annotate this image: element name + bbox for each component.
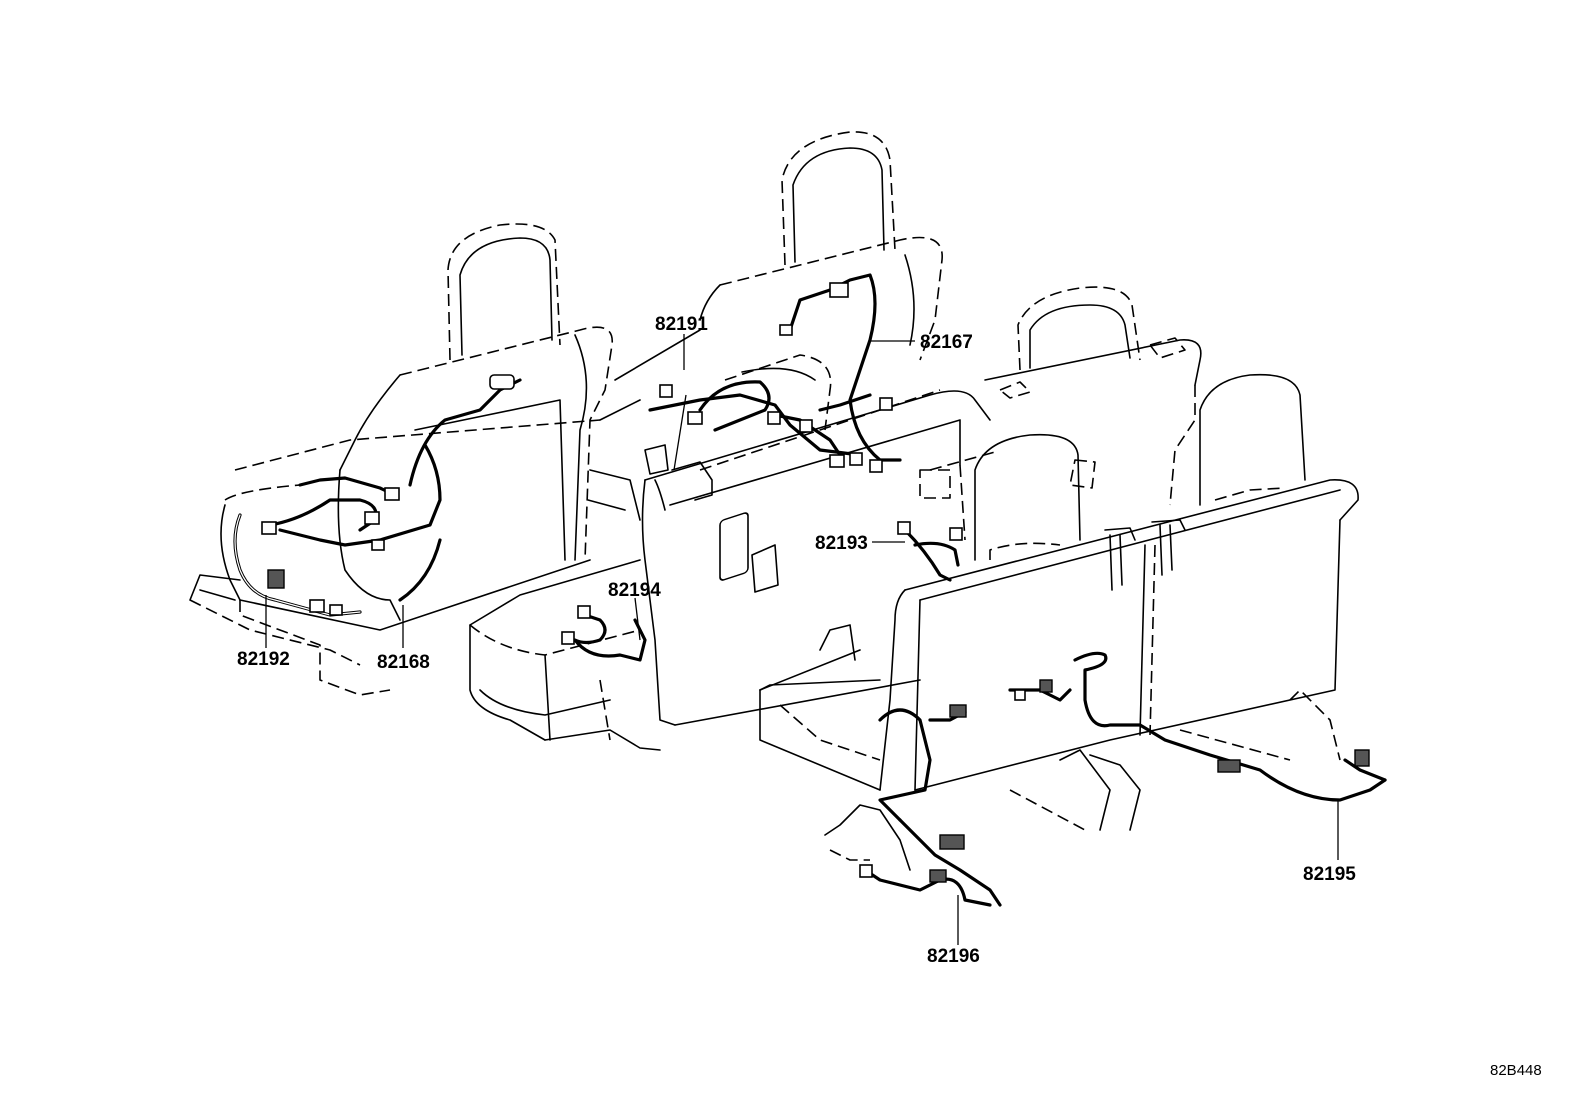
second-row-right-seat <box>984 286 1202 506</box>
harness-82194 <box>561 605 647 662</box>
callout-82194: 82194 <box>608 580 661 601</box>
harness-82193 <box>897 521 963 582</box>
callout-82167: 82167 <box>920 332 973 353</box>
harness-82195 <box>878 651 1387 822</box>
figure-code: 82B448 <box>1490 1062 1542 1079</box>
callout-82193: 82193 <box>815 533 868 554</box>
callout-82192: 82192 <box>237 649 290 670</box>
callout-labels: 82191 82167 82193 82194 82192 82168 8219… <box>237 314 1356 967</box>
leader-lines <box>265 334 1339 945</box>
callout-82196: 82196 <box>927 946 980 967</box>
harness-82192-82168 <box>233 374 522 617</box>
harness-82191-82167 <box>648 273 902 473</box>
harness-82196 <box>859 818 1002 907</box>
second-row-seat <box>469 354 1096 751</box>
callout-82168: 82168 <box>377 652 430 673</box>
front-right-seat <box>587 131 943 521</box>
front-left-seat <box>189 223 613 696</box>
callout-82191: 82191 <box>655 314 708 335</box>
third-row-bench <box>759 373 1359 871</box>
callout-82195: 82195 <box>1303 864 1356 885</box>
